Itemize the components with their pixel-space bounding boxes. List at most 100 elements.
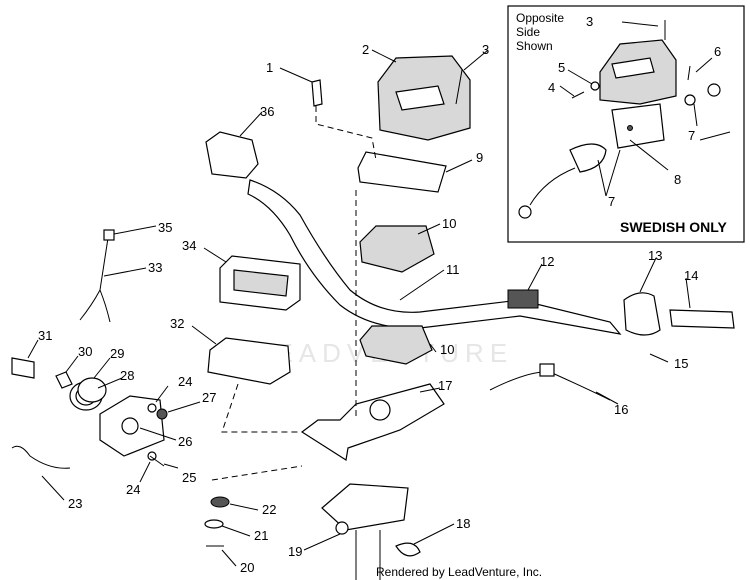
label-28: 28 [120,368,134,383]
leader-35 [113,225,157,235]
label-9: 9 [476,150,483,165]
label-16: 16 [614,402,628,417]
label-27: 27 [202,390,216,405]
label-7a: 7 [688,128,695,143]
inset-bracket [611,103,665,149]
leader-36 [239,111,263,137]
leader-29 [93,357,111,379]
label-5: 5 [558,60,565,75]
inset-washer-5 [590,81,600,91]
leader-24b [139,461,151,483]
inset-screw-4 [571,91,585,99]
label-33: 33 [148,260,162,275]
leader-16 [595,391,619,405]
label-35: 35 [158,220,172,235]
label-25: 25 [182,470,196,485]
leader-15 [649,353,669,363]
inset-line-1: Opposite [516,11,564,25]
throttle-13 [623,292,661,336]
inset-swedish-only: Opposite Side Shown SWEDISH ONLY 3 5 4 [507,5,745,243]
label-6: 6 [714,44,721,59]
socket-31 [11,357,35,379]
inset-plug [569,143,607,173]
washer-21 [204,519,224,529]
screw-25 [149,455,165,467]
leader-33 [103,267,147,277]
label-23: 23 [68,496,82,511]
label-4: 4 [548,80,555,95]
inset-key [699,131,731,141]
inset-connector [518,205,532,219]
label-7b: 7 [608,194,615,209]
harness-33 [79,237,111,323]
label-36: 36 [260,104,274,119]
label-32: 32 [170,316,184,331]
leader-26 [139,427,177,441]
housing-2-window [395,85,445,111]
leader-25 [163,463,179,469]
leader-4 [559,85,575,97]
label-17: 17 [438,378,452,393]
label-20: 20 [240,560,254,575]
leader-32 [191,325,217,345]
leader-8 [629,139,669,171]
leader-6 [695,57,713,73]
handlebar [247,179,622,335]
label-22: 22 [262,502,276,517]
label-18: 18 [456,516,470,531]
label-24a: 24 [178,374,192,389]
leader-12 [527,263,543,291]
label-13: 13 [648,248,662,263]
label-15: 15 [674,356,688,371]
leader-9 [445,159,473,173]
leader-5 [567,69,593,85]
leader-10a [417,223,441,235]
bracket-17 [300,383,445,461]
leader-27 [167,401,201,413]
inset-switch [707,83,721,97]
steering-post [355,530,381,580]
leader-30 [65,355,79,373]
leader-31 [27,339,39,359]
screw-3 [455,69,463,105]
leader-14 [685,277,691,309]
clamp-10-lower [359,325,433,365]
leader-10b [429,343,437,353]
screw-1 [311,79,323,107]
speedometer-34-face [233,269,289,297]
label-29: 29 [110,346,124,361]
leader-23 [41,475,65,501]
cable-16-connector [539,363,555,377]
label-11: 11 [446,262,460,277]
inset-bracket-hole [627,125,633,131]
case-32 [207,337,291,385]
inset-note: SWEDISH ONLY [620,219,727,235]
leader-21 [221,525,251,537]
leader-18 [413,523,455,545]
inset-line-3: Shown [516,39,553,53]
mount-26-hub [121,417,139,435]
leader-22 [229,503,259,511]
footer-credit: Rendered by LeadVenture, Inc. [376,565,542,579]
leader-7a [693,103,698,127]
ring-29 [77,377,107,403]
washer-24b [147,451,157,461]
leader-19 [303,533,341,551]
leader-20 [221,549,237,567]
label-34: 34 [182,238,196,253]
leader-2 [371,49,397,63]
label-24b: 24 [126,482,140,497]
label-1: 1 [266,60,273,75]
inset-wire [529,167,576,206]
leader-17 [419,387,441,393]
grommet-22 [210,496,230,508]
leader-24a [155,385,169,403]
leader-3 [463,49,489,71]
dashed-line-lower [211,465,303,481]
label-10b: 10 [440,342,454,357]
label-12: 12 [540,254,554,269]
switch-36 [205,131,259,179]
leader-3b [621,21,659,27]
nut-19 [335,521,349,535]
leader-13 [639,257,657,293]
